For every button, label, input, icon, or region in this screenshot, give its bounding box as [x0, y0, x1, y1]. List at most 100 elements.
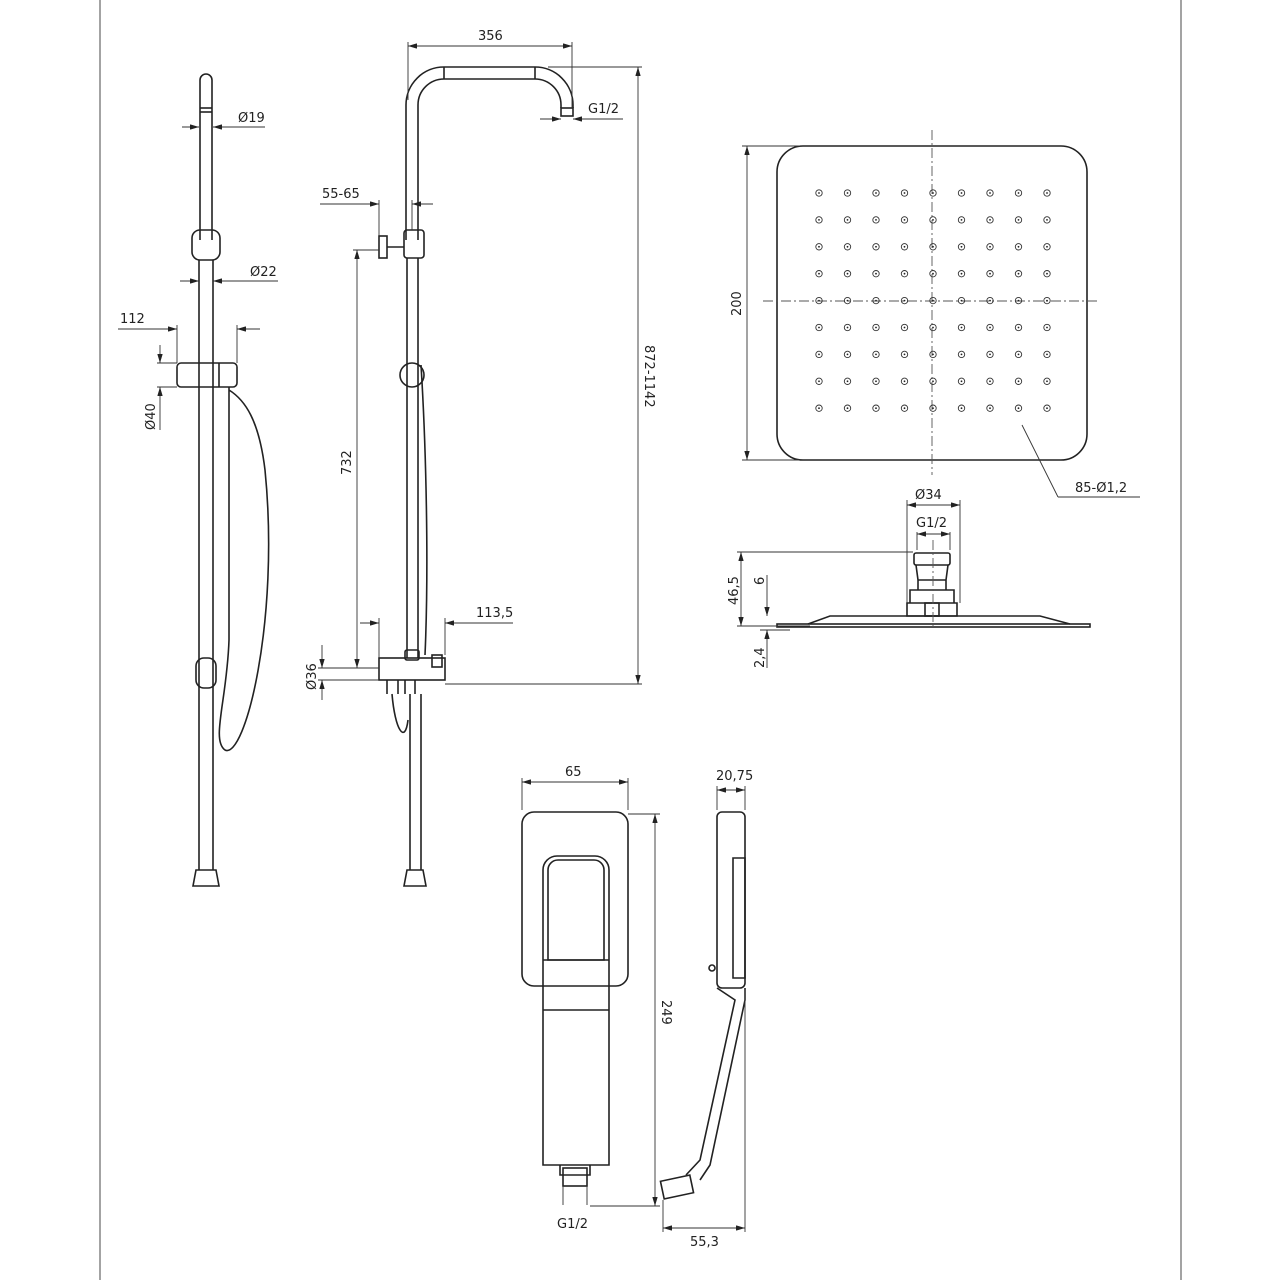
label-arm-length: 356: [478, 29, 503, 44]
nozzle-center: [989, 326, 991, 329]
dimension-hand-thread: G1/2: [557, 1186, 588, 1232]
nozzle: [815, 350, 823, 359]
nozzle-center: [875, 272, 877, 275]
nozzle-center: [903, 192, 906, 194]
nozzle-center: [960, 326, 963, 329]
nozzle-center: [875, 326, 877, 329]
nozzle: [900, 296, 909, 305]
nozzle-center: [846, 192, 849, 194]
nozzle-center: [960, 272, 963, 275]
nozzle-center: [960, 299, 963, 302]
nozzle-center: [1017, 326, 1020, 329]
nozzle-center: [989, 299, 991, 302]
nozzle-center: [818, 245, 820, 248]
dimension-head-thread: G1/2: [916, 516, 951, 550]
nozzle: [957, 243, 966, 251]
nozzle-center: [1046, 380, 1048, 383]
nozzle-center: [875, 192, 877, 194]
nozzle-center: [818, 407, 820, 410]
nozzle: [1014, 270, 1023, 278]
label-hand-depth: 20,75: [716, 769, 753, 784]
nozzle-center: [960, 407, 963, 410]
nozzle-center: [875, 299, 877, 302]
nozzle-center: [903, 245, 906, 248]
nozzle-center: [846, 353, 849, 356]
nozzle: [900, 404, 909, 412]
nozzle: [843, 189, 852, 197]
dimension-hand-depth: 20,75: [716, 769, 753, 810]
nozzle: [900, 216, 909, 224]
nozzle: [929, 243, 937, 251]
hand-shower-front-view: [521, 811, 629, 1187]
nozzle: [957, 350, 966, 359]
nozzle: [1043, 216, 1051, 224]
label-total-height: 872-1142: [641, 345, 656, 408]
label-bracket-height: 732: [340, 450, 355, 475]
nozzle-center: [903, 299, 906, 302]
nozzle-center: [875, 245, 877, 248]
nozzle: [957, 404, 966, 412]
nozzle: [1014, 189, 1023, 197]
dimension-arm-thread: G1/2: [540, 102, 623, 122]
dimension-hand-width: 65: [521, 765, 629, 810]
nozzle-center: [989, 407, 991, 410]
nozzle: [900, 350, 909, 359]
nozzle-center: [875, 219, 877, 221]
nozzle: [843, 323, 852, 332]
nozzle-center: [960, 192, 963, 194]
dimension-hand-length: 249: [590, 813, 673, 1207]
nozzle: [843, 350, 852, 359]
nozzle: [957, 377, 966, 385]
nozzle-center: [989, 353, 991, 356]
rain-head-side-view: [776, 540, 1091, 630]
nozzle-center: [932, 407, 934, 410]
nozzle-center: [903, 407, 906, 410]
nozzle-center: [1046, 272, 1048, 275]
nozzle-center: [846, 299, 849, 302]
nozzle: [900, 189, 909, 197]
nozzle: [986, 404, 994, 412]
nozzle-center: [932, 353, 934, 356]
dimension-arm-length: 356: [407, 29, 573, 108]
dimension-bracket-height: 732: [340, 249, 379, 668]
nozzle: [1043, 377, 1051, 385]
nozzle: [957, 216, 966, 224]
nozzle-center: [960, 245, 963, 248]
nozzle-grid: [815, 189, 1051, 412]
label-head-collar: 6: [753, 577, 768, 585]
label-arm-thread: G1/2: [588, 102, 619, 117]
nozzle: [986, 296, 994, 305]
nozzle: [815, 296, 823, 305]
nozzle-center: [903, 353, 906, 356]
label-head-plate: 2,4: [753, 647, 768, 668]
nozzle: [843, 216, 852, 224]
nozzle: [815, 243, 823, 251]
nozzle: [872, 243, 880, 251]
nozzle-center: [1017, 272, 1020, 275]
nozzle-center: [818, 353, 820, 356]
nozzle-center: [1017, 299, 1020, 302]
nozzle-center: [932, 192, 934, 194]
label-head-connector-diameter: Ø34: [915, 488, 942, 503]
nozzle-center: [1046, 219, 1048, 221]
nozzle-center: [818, 326, 820, 329]
label-slider-width: 112: [120, 312, 145, 327]
nozzle-center: [818, 299, 820, 302]
nozzle-center: [1017, 219, 1020, 221]
label-diverter-offset: 113,5: [476, 606, 513, 621]
nozzle-center: [989, 219, 991, 221]
nozzle: [815, 189, 823, 197]
nozzle: [1014, 323, 1023, 332]
nozzle: [957, 323, 966, 332]
nozzle: [986, 323, 994, 332]
nozzle-center: [1017, 353, 1020, 356]
dimension-nozzles: 85-Ø1,2: [1021, 424, 1140, 498]
nozzle: [1043, 243, 1051, 251]
dimension-head-size: 200: [730, 145, 800, 461]
nozzle: [957, 296, 966, 305]
nozzle: [929, 216, 937, 224]
nozzle: [929, 404, 937, 412]
nozzle: [815, 377, 823, 385]
nozzle: [986, 350, 994, 359]
